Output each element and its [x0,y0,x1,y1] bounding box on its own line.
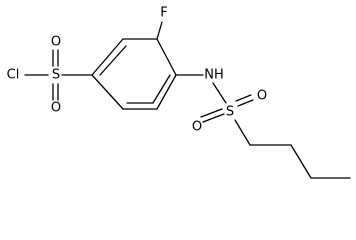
s-o-left-bond-b [202,113,225,123]
c-f-bond [156,21,163,40]
sulfonyl-oxygen-top-label: O [51,35,61,50]
sulfonyl-chloride-group: Cl S O O [7,35,93,116]
amine-label: NH [204,68,224,83]
c2-c3-bond [290,144,312,179]
fluorine-label: F [160,6,167,21]
s-o-right-bond-b [237,99,254,107]
sulfonamide-sulfur-label: S [226,105,234,120]
s-o-left-bond-a [200,108,223,118]
fluorine-substituent: F [156,6,168,40]
benzene-ring [91,38,177,110]
n-s-bond [212,82,227,104]
sulfonyl-sulfur-label: S [52,68,60,83]
sulfonamide-oxygen-right-label: O [257,89,267,104]
s-o-right-bond-a [235,94,252,102]
butanesulfonamide-group: NH S O O [175,68,351,179]
sulfonyl-oxygen-bottom-label: O [51,101,61,116]
chlorine-label: Cl [7,68,20,83]
chemical-structure: Cl S O O F NH S O O [7,6,351,179]
s-c1-bond [234,119,251,146]
sulfonamide-oxygen-left-label: O [192,120,202,135]
